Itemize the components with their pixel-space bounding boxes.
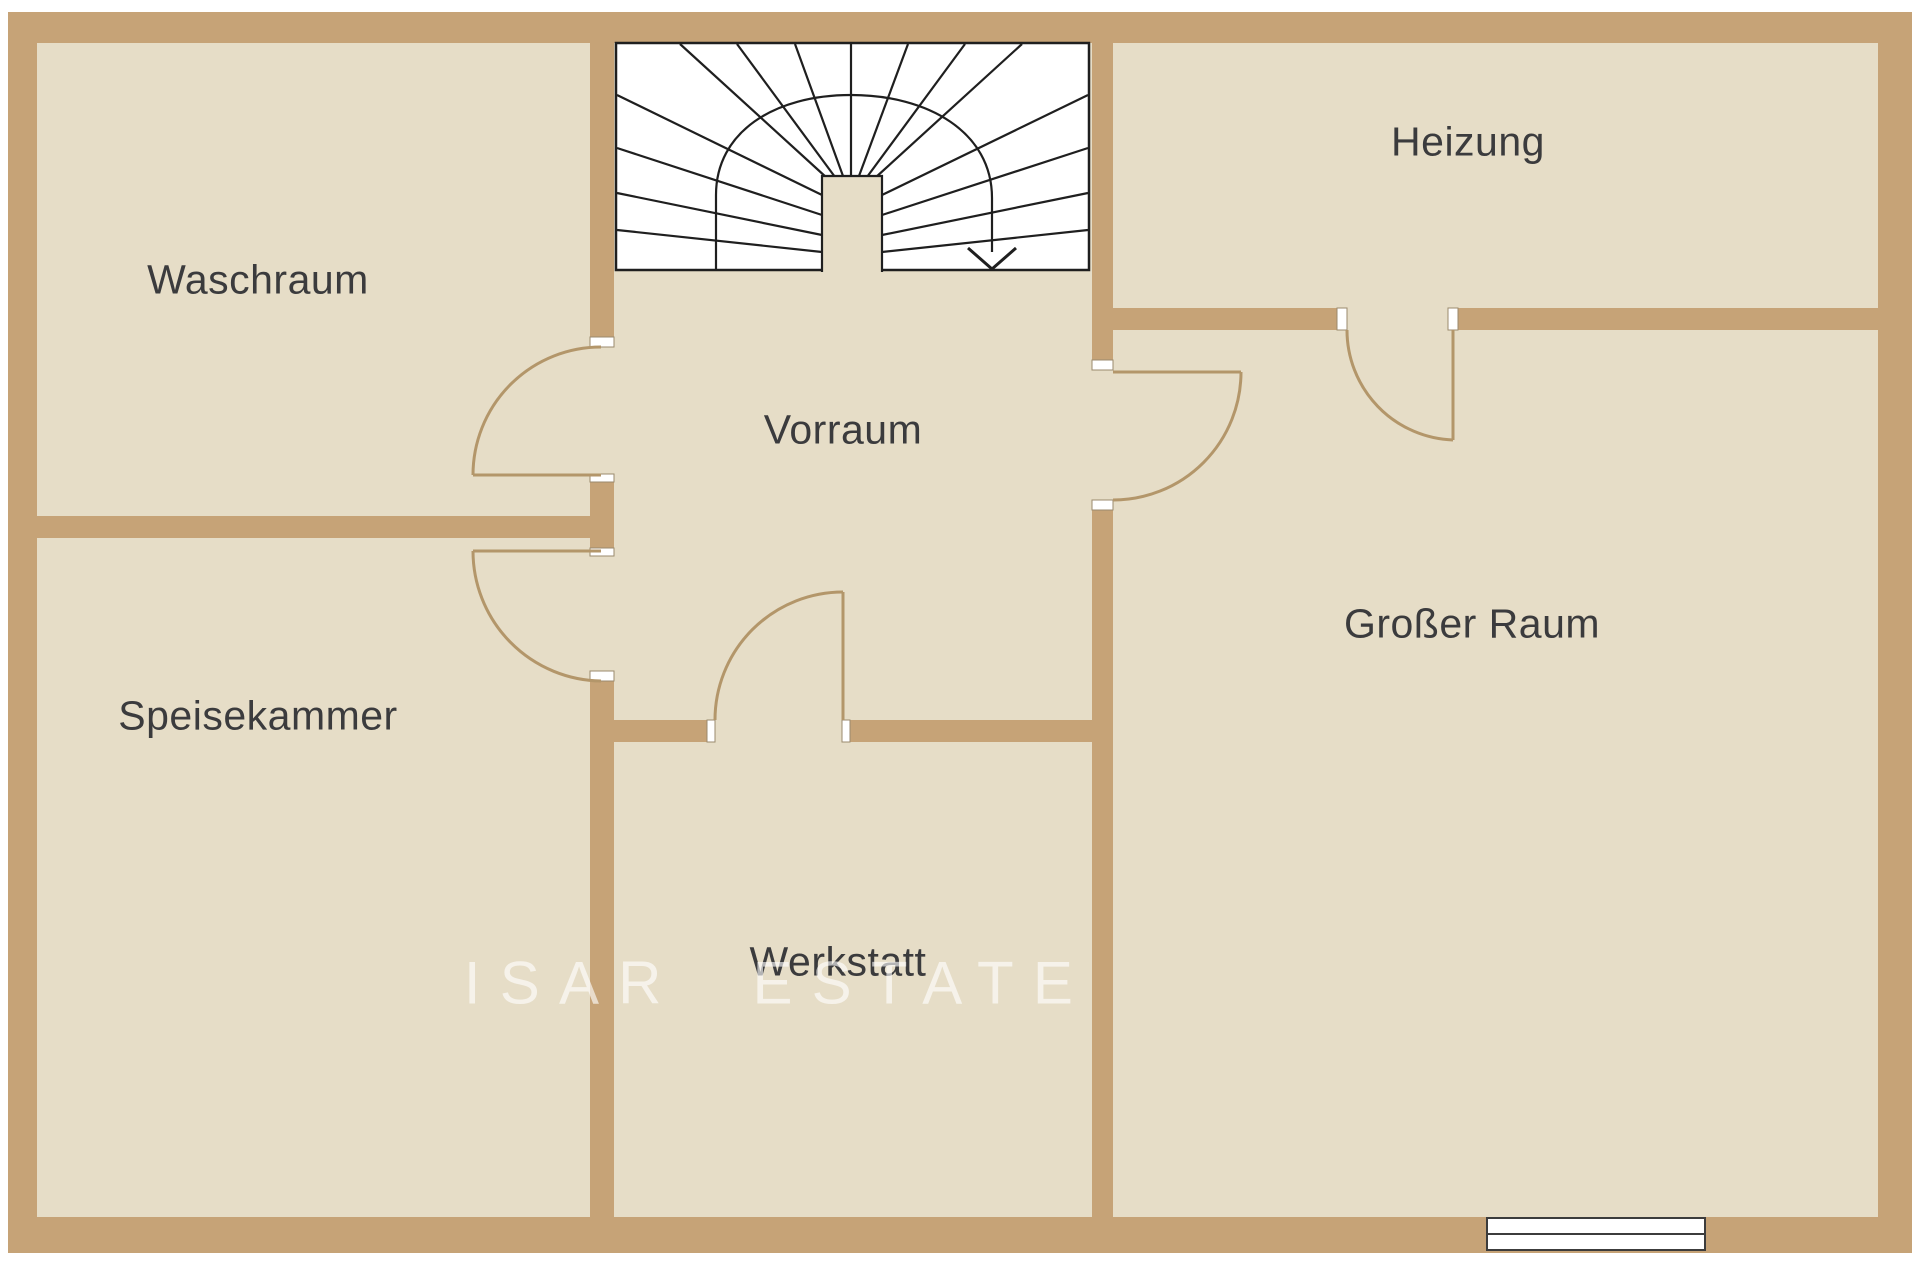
wall-speisekammer-werkstatt — [590, 681, 614, 1217]
wall-waschraum-right — [590, 43, 614, 337]
wall-heizung-right — [1458, 308, 1878, 330]
staircase — [614, 41, 1091, 274]
room-label-speisekammer: Speisekammer — [118, 692, 398, 739]
stair-tread — [881, 94, 1089, 196]
stair-tread — [881, 228, 1089, 254]
jamb — [1447, 307, 1459, 331]
door-waschraum — [471, 345, 602, 477]
room-label-werkstatt: Werkstatt — [749, 938, 927, 985]
stair-tread — [616, 146, 823, 217]
jamb — [1336, 307, 1348, 331]
inner-walls — [37, 43, 1878, 1217]
window-symbol — [1486, 1217, 1706, 1251]
stair-tread — [793, 43, 845, 177]
stair-tread — [866, 43, 966, 178]
watermark: ISAR ESTATE — [463, 949, 1093, 1017]
outer-wall-right — [1878, 12, 1912, 1253]
stair-walkline — [714, 93, 994, 269]
wall-vorraum-grosserraum-upper — [1092, 43, 1113, 360]
stair-newel-gap — [823, 177, 881, 274]
door-speisekammer — [471, 549, 602, 683]
stair-tread — [874, 43, 1023, 179]
wall-heizung-left — [1113, 308, 1337, 330]
doors — [471, 329, 1455, 721]
door-swing-arc — [471, 550, 602, 683]
stair-tread — [616, 94, 823, 196]
stair-tread — [616, 191, 823, 237]
wall-vorraum-grosserraum-lower — [1092, 510, 1113, 1217]
wall-vorraum-werkstatt-right — [850, 720, 1092, 742]
door-werkstatt — [713, 590, 845, 721]
wall-stub-left — [590, 482, 614, 548]
outer-wall-left — [8, 12, 37, 1253]
jamb — [1091, 359, 1114, 371]
room-label-waschraum: Waschraum — [147, 256, 369, 303]
door-heizung — [1345, 329, 1455, 442]
door-swing-arc — [1345, 329, 1454, 442]
outer-wall-top — [8, 12, 1912, 43]
jamb — [706, 719, 716, 743]
door-grosser-raum — [1112, 370, 1243, 502]
stair-tread — [736, 43, 836, 178]
stair-newel-outline — [820, 174, 884, 272]
room-label-grosser-raum: Großer Raum — [1343, 600, 1601, 647]
room-label-vorraum: Vorraum — [763, 406, 923, 453]
room-label-heizung: Heizung — [1391, 118, 1545, 165]
stair-tread — [616, 228, 823, 254]
outer-walls — [8, 12, 1912, 1253]
wall-waschraum-speisekammer — [37, 516, 614, 538]
stair-tread — [881, 146, 1089, 217]
stair-down-arrow-icon — [967, 246, 1017, 271]
jamb — [589, 473, 615, 483]
door-swing-arc — [471, 345, 602, 476]
stair-tread — [881, 191, 1089, 237]
wall-vorraum-werkstatt-left — [614, 720, 707, 742]
jamb — [589, 670, 615, 682]
jamb — [1091, 499, 1114, 511]
door-swing-arc — [1112, 371, 1243, 502]
jamb — [589, 336, 615, 348]
stair-tread — [679, 43, 828, 179]
jamb — [841, 719, 851, 743]
stair-tread — [857, 43, 910, 177]
door-swing-arc — [713, 590, 844, 721]
